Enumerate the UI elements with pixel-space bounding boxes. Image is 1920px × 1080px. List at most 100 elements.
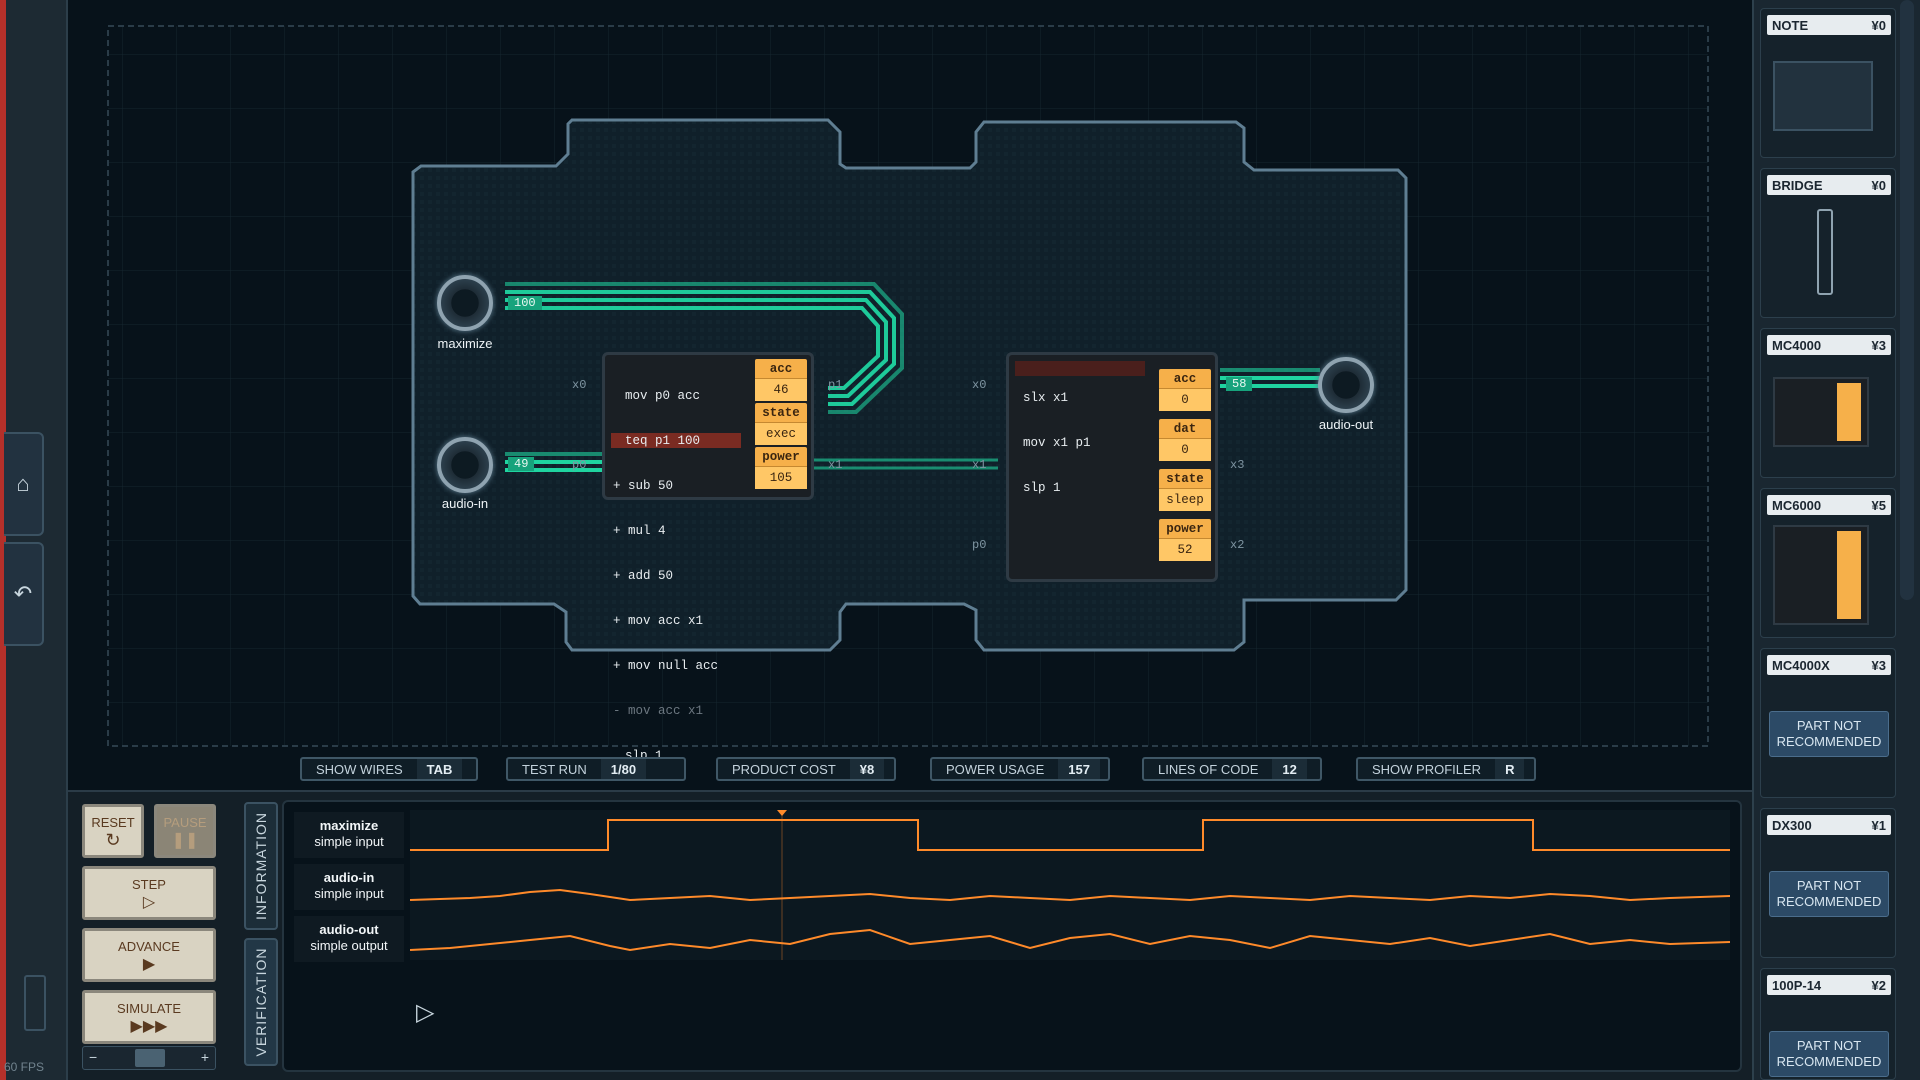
trace-maximize [410, 819, 1730, 851]
step-icon: ▷ [142, 894, 156, 911]
part-mc6000[interactable]: MC6000¥5 [1760, 488, 1896, 638]
undo-icon: ↶ [13, 581, 33, 606]
code-line: slp 1 [1023, 481, 1061, 495]
status-bar: SHOW WIRES TAB TEST RUN 1/80 PRODUCT COS… [290, 757, 1540, 787]
product-cost-display: PRODUCT COST ¥8 [716, 757, 896, 781]
chip-mc6000-1[interactable]: mov p0 acc teq p1 100 + sub 50 + mul 4 +… [602, 352, 814, 763]
code-line: mov x1 p1 [1023, 436, 1091, 450]
part-mc4000[interactable]: MC4000¥3 [1760, 328, 1896, 478]
audio-out-label: audio-out [1318, 417, 1374, 432]
chip1-code[interactable]: mov p0 acc teq p1 100 + sub 50 + mul 4 +… [613, 359, 718, 794]
code-line: + mov acc x1 [613, 614, 704, 628]
note-icon [1773, 61, 1873, 131]
step-button[interactable]: STEP ▷ [82, 866, 216, 920]
speed-slider[interactable]: − + [82, 1046, 216, 1070]
home-icon: ⌂ [16, 471, 30, 496]
undo-button[interactable]: ↶ [4, 542, 44, 646]
speed-plus[interactable]: + [200, 1049, 209, 1065]
part-bridge[interactable]: BRIDGE¥0 [1760, 168, 1896, 318]
active-line-highlight [611, 433, 741, 448]
speed-minus[interactable]: − [89, 1049, 98, 1065]
trace-audio-in [410, 888, 1730, 902]
audio-in-wire-value: 49 [508, 457, 535, 471]
not-recommended-badge: PART NOT RECOMMENDED [1769, 1031, 1889, 1077]
not-recommended-badge: PART NOT RECOMMENDED [1769, 711, 1889, 757]
not-recommended-badge: PART NOT RECOMMENDED [1769, 871, 1889, 917]
test-run-display: TEST RUN 1/80 [506, 757, 686, 781]
chip1-port-p0: p0 [572, 458, 587, 472]
left-sidebar: ⌂ ↶ [0, 0, 68, 1080]
chip2-port-p0: p0 [972, 538, 987, 552]
part-mc4000x[interactable]: MC4000X¥3 PART NOT RECOMMENDED [1760, 648, 1896, 798]
circuit-board: maximize 100 audio-in 49 audio-out 58 mo… [68, 0, 1752, 790]
wire-x1 [813, 458, 998, 470]
mc4000-icon [1773, 377, 1869, 447]
fps-counter: 60 FPS [4, 1060, 45, 1074]
code-line: slx x1 [1023, 391, 1069, 405]
simulate-icon: ▶▶▶ [130, 1018, 168, 1035]
bridge-icon [1817, 209, 1833, 295]
maximize-label: maximize [437, 336, 493, 351]
wire-maximize [505, 282, 904, 414]
tab-verification[interactable]: VERIFICATION [244, 938, 278, 1066]
chip1-port-x0: x0 [572, 378, 587, 392]
chip1-port-x1: x1 [828, 458, 843, 472]
part-dx300[interactable]: DX300¥1 PART NOT RECOMMENDED [1760, 808, 1896, 958]
lines-of-code-display: LINES OF CODE 12 [1142, 757, 1322, 781]
code-line: mov p0 acc [625, 389, 701, 403]
chip2-port-x1: x1 [972, 458, 987, 472]
show-profiler-toggle[interactable]: SHOW PROFILER R [1356, 757, 1536, 781]
parts-scrollbar[interactable] [1900, 0, 1914, 600]
code-line: teq p1 100 [625, 434, 701, 448]
advance-icon: ▶ [142, 956, 156, 973]
trace-audio-out [410, 928, 1730, 952]
audio-in-input-node[interactable] [437, 437, 493, 493]
code-line: + mov null acc [613, 659, 719, 673]
reset-button[interactable]: RESET ↻ [82, 804, 144, 858]
mouse-cursor-icon: ▷ [416, 999, 435, 1026]
active-line-highlight [1015, 361, 1145, 376]
maximize-wire-value: 100 [508, 296, 542, 310]
red-edge [0, 0, 6, 1080]
advance-button[interactable]: ADVANCE ▶ [82, 928, 216, 982]
mc6000-icon [1773, 525, 1869, 625]
part-100p-14[interactable]: 100P-14¥2 PART NOT RECOMMENDED [1760, 968, 1896, 1080]
show-wires-toggle[interactable]: SHOW WIRES TAB [300, 757, 478, 781]
maximize-input-node[interactable] [437, 275, 493, 331]
chip2-port-x2: x2 [1230, 538, 1245, 552]
tab-information[interactable]: INFORMATION [244, 802, 278, 930]
bottom-panel: RESET ↻ PAUSE ❚❚ STEP ▷ ADVANCE ▶ SIMULA… [68, 790, 1752, 1080]
save-slot-icon [24, 975, 46, 1031]
code-line: - mov acc x1 [613, 704, 704, 718]
audio-out-wire-value: 58 [1226, 377, 1253, 391]
simulate-button[interactable]: SIMULATE ▶▶▶ [82, 990, 216, 1044]
chip2-code[interactable]: slx x1 mov x1 p1 slp 1 [1023, 361, 1091, 526]
chip2-port-x0: x0 [972, 378, 987, 392]
home-button[interactable]: ⌂ [4, 432, 44, 536]
parts-panel: NOTE¥0 BRIDGE¥0 MC4000¥3 MC6000¥5 MC4000… [1752, 0, 1920, 1080]
chip1-port-p1: p1 [828, 378, 843, 392]
signal-traces [410, 810, 1730, 960]
chip2-port-x3: x3 [1230, 458, 1245, 472]
code-line: + mul 4 [613, 524, 666, 538]
code-line: + sub 50 [613, 479, 674, 493]
pause-button[interactable]: PAUSE ❚❚ [154, 804, 216, 858]
reset-icon: ↻ [105, 830, 121, 850]
audio-in-label: audio-in [441, 496, 489, 511]
audio-out-output-node[interactable] [1318, 357, 1374, 413]
speed-slider-handle[interactable] [135, 1049, 165, 1067]
playhead-marker [777, 810, 787, 816]
part-note[interactable]: NOTE¥0 [1760, 8, 1896, 158]
